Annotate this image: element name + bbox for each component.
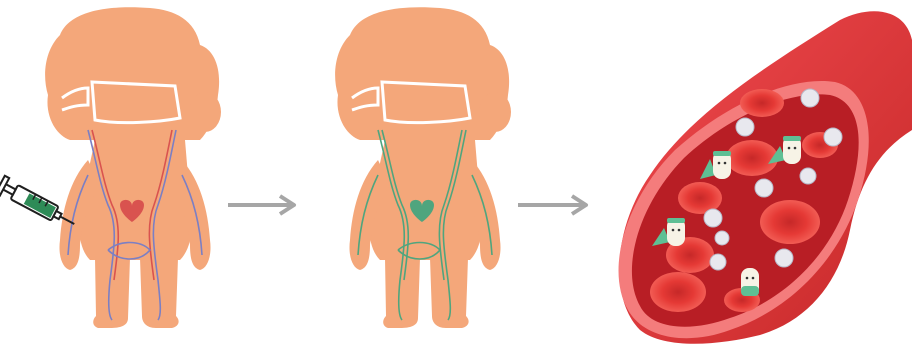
arrow-right-icon (518, 196, 586, 214)
virus-icon (736, 118, 754, 136)
virus-icon (710, 254, 726, 270)
virus-icon (801, 89, 819, 107)
blood-vessel-icon (619, 11, 912, 343)
virus-icon (715, 231, 729, 245)
red-blood-cell (760, 200, 820, 244)
virus-icon (775, 249, 793, 267)
red-blood-cell (740, 89, 784, 117)
virus-icon (755, 179, 773, 197)
virus-icon (704, 209, 722, 227)
child-figure-injection (45, 7, 221, 328)
arrow-right-icon (228, 196, 294, 214)
nanobot-icon (741, 268, 759, 296)
virus-icon (800, 168, 816, 184)
red-blood-cell (650, 272, 706, 312)
virus-icon (824, 128, 842, 146)
child-figure-distribution (335, 7, 511, 328)
red-blood-cell (726, 140, 778, 176)
